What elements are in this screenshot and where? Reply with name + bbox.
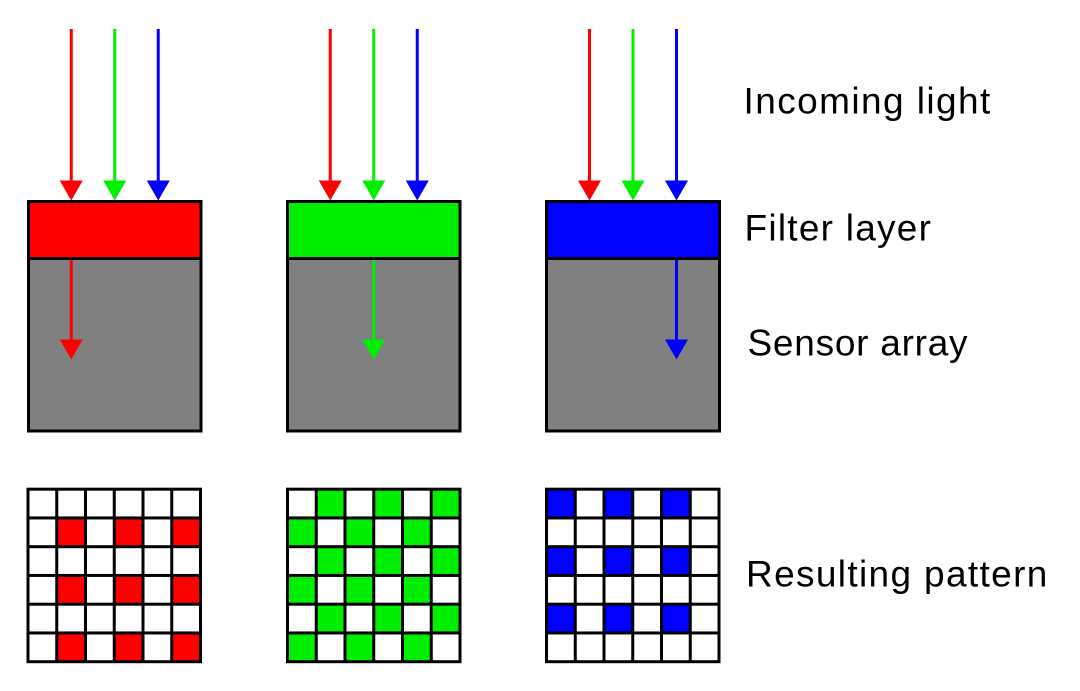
svg-text:Filter layer: Filter layer [745, 208, 933, 249]
svg-text:Resulting pattern: Resulting pattern [746, 554, 1049, 595]
svg-text:Sensor array: Sensor array [748, 323, 969, 364]
svg-text:Incoming light: Incoming light [744, 81, 992, 122]
